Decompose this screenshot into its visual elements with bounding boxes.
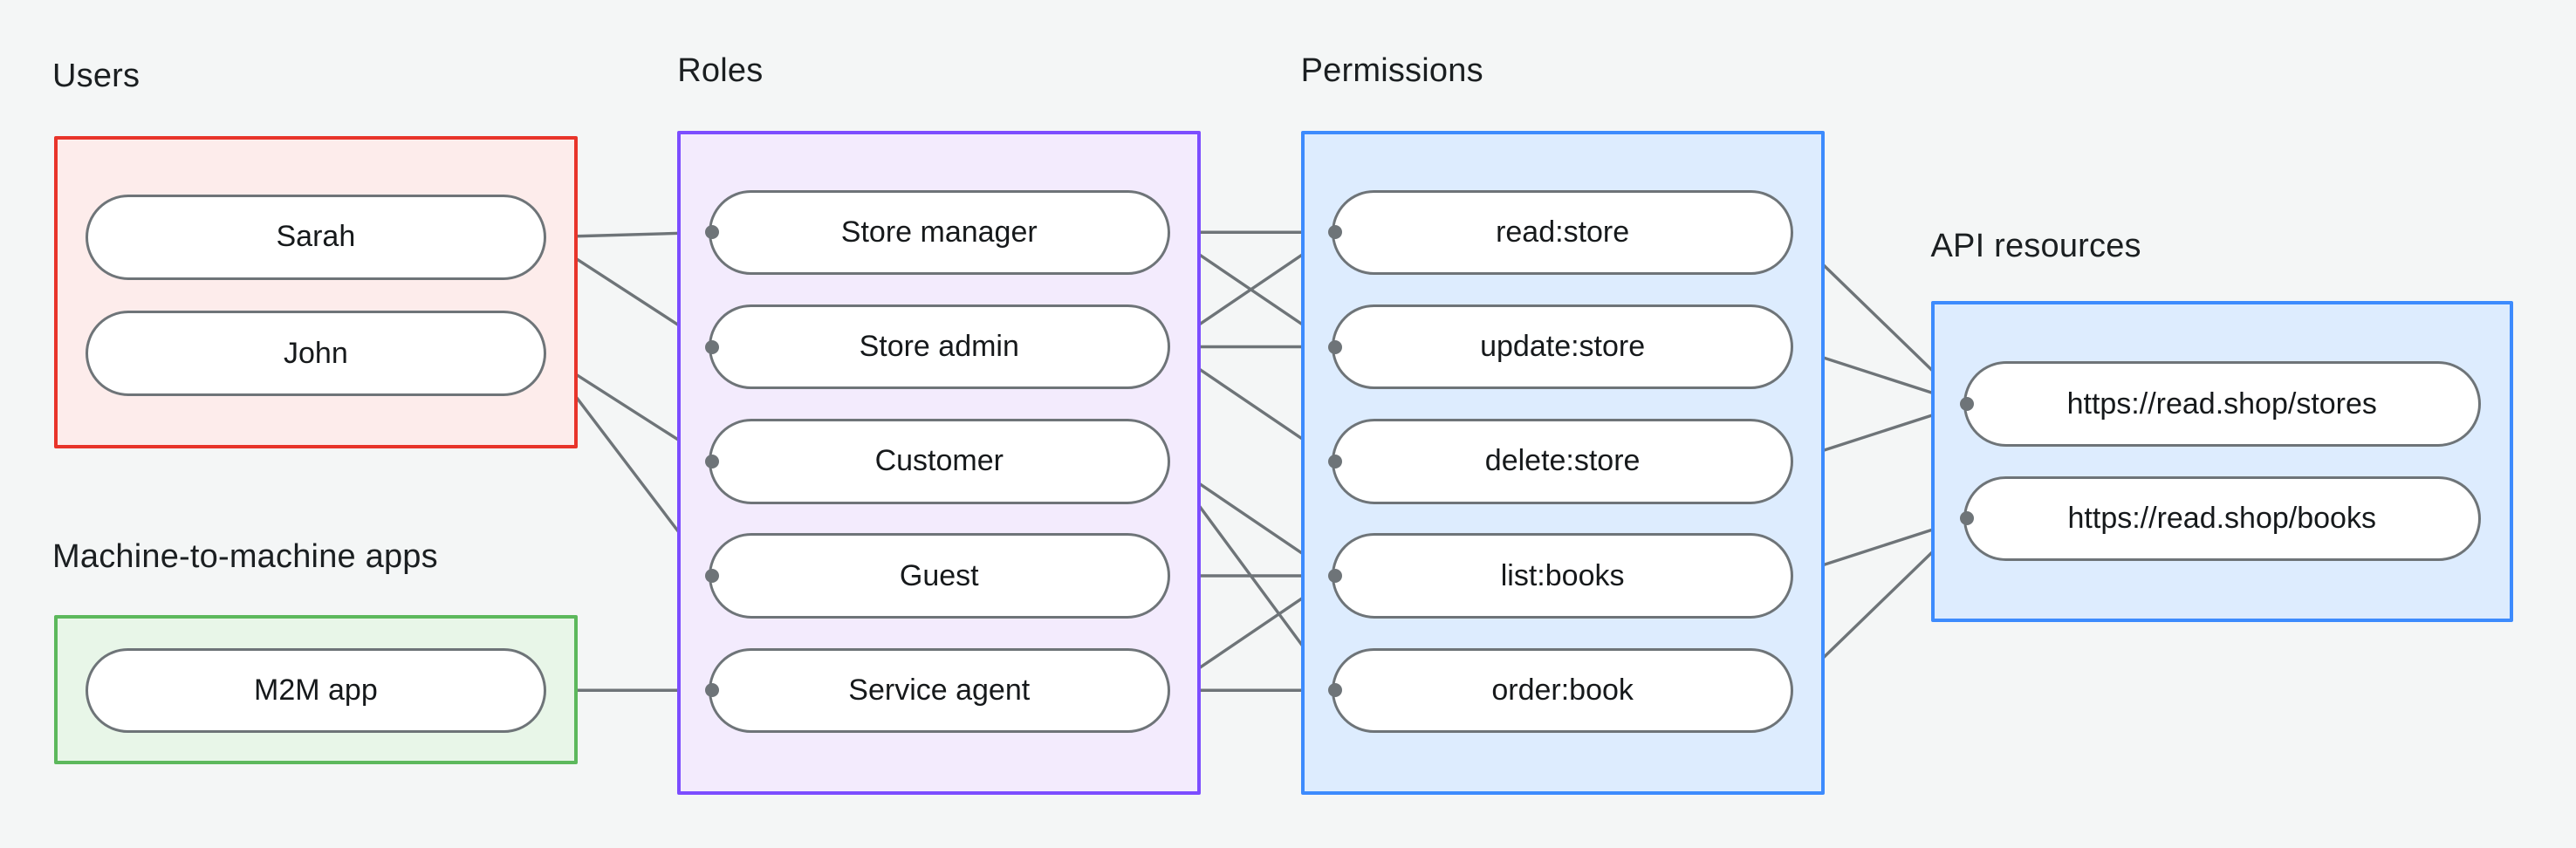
node-store_manager[interactable]: Store manager [708, 189, 1170, 275]
edge-endpoint-dot [704, 683, 719, 698]
node-john[interactable]: John [85, 311, 547, 396]
edge-endpoint-dot [1328, 569, 1343, 583]
node-guest[interactable]: Guest [708, 533, 1170, 619]
node-customer[interactable]: Customer [708, 419, 1170, 504]
edge-endpoint-dot [1328, 683, 1343, 698]
group-box-users [53, 135, 578, 448]
edge-endpoint-dot [1328, 454, 1343, 468]
group-label-api: API resources [1930, 227, 2141, 264]
edge-endpoint-dot [1328, 225, 1343, 240]
node-delete_store[interactable]: delete:store [1332, 419, 1793, 504]
edge-endpoint-dot [1328, 339, 1343, 354]
node-read_store[interactable]: read:store [1332, 189, 1793, 275]
node-update_store[interactable]: update:store [1332, 304, 1793, 390]
edge-endpoint-dot [1960, 397, 1974, 412]
node-res_books[interactable]: https://read.shop/books [1963, 475, 2481, 562]
edge-endpoint-dot [704, 339, 719, 354]
node-sarah[interactable]: Sarah [85, 195, 547, 280]
group-label-m2m: Machine-to-machine apps [52, 537, 438, 575]
group-label-users: Users [52, 57, 140, 94]
group-box-api [1930, 301, 2513, 622]
node-service_agent[interactable]: Service agent [708, 647, 1170, 733]
group-label-permissions: Permissions [1300, 51, 1483, 89]
edge-endpoint-dot [1960, 511, 1974, 526]
group-label-roles: Roles [677, 51, 764, 89]
edge-endpoint-dot [704, 225, 719, 240]
edge-endpoint-dot [704, 454, 719, 468]
node-order_book[interactable]: order:book [1332, 647, 1793, 733]
node-m2mapp[interactable]: M2M app [85, 647, 547, 733]
node-res_stores[interactable]: https://read.shop/stores [1963, 361, 2481, 447]
node-store_admin[interactable]: Store admin [708, 304, 1170, 390]
edge-endpoint-dot [704, 569, 719, 583]
node-list_books[interactable]: list:books [1332, 533, 1793, 619]
